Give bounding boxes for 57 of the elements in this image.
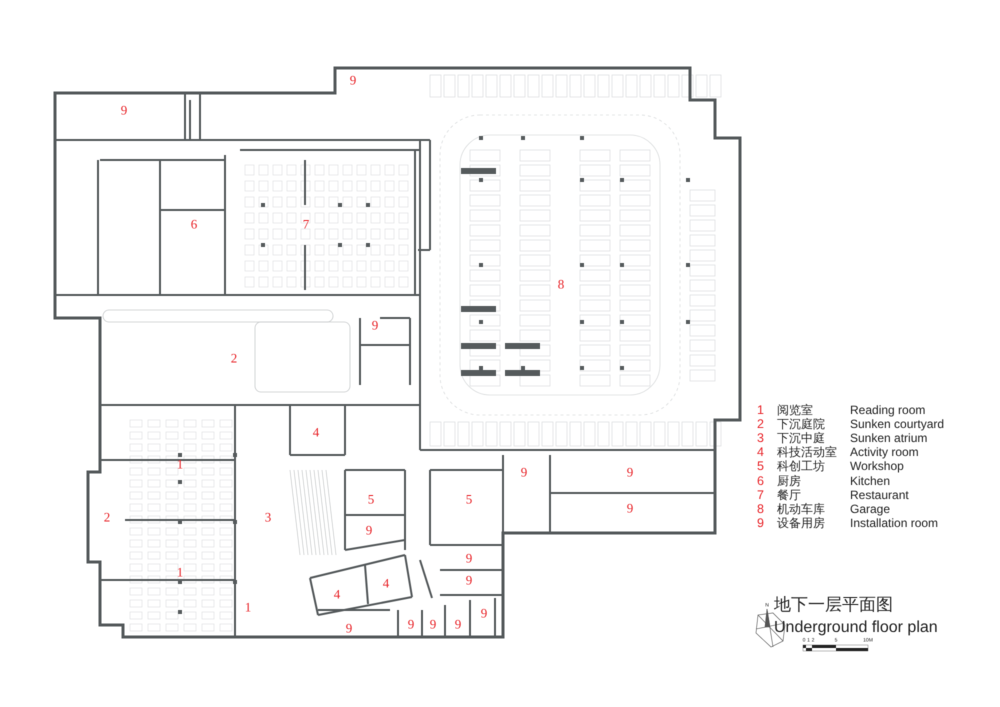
room-number: 5 — [466, 492, 472, 506]
room-number: 9 — [120, 104, 128, 116]
key-number: 8 — [757, 502, 764, 515]
room-number: 9 — [480, 606, 488, 620]
room-number: 4 — [312, 426, 320, 438]
plan-caption: Underground floor plan — [774, 620, 938, 636]
key-number: 3 — [757, 432, 764, 444]
key-number: 7 — [757, 488, 764, 501]
room-name: Installation room — [850, 516, 938, 529]
room-name: Garage — [850, 502, 890, 515]
room-name: 科技活动室 — [777, 446, 837, 458]
room-number: 9 — [454, 618, 462, 630]
key-number: 4 — [757, 446, 764, 459]
room-number: 3 — [264, 510, 272, 524]
room-number: 6 — [190, 218, 198, 230]
room-number: 9 — [466, 574, 472, 586]
room-number: 9 — [520, 466, 528, 478]
room-number: 9 — [372, 318, 378, 332]
room-name: 餐厅 — [777, 488, 801, 501]
room-number: 9 — [346, 622, 352, 634]
room-number: 2 — [230, 352, 238, 364]
room-name: 机动车库 — [777, 502, 825, 515]
room-number: 2 — [104, 510, 110, 524]
key-number: 1 — [757, 404, 764, 416]
room-number: 1 — [244, 600, 252, 614]
room-number: 4 — [334, 588, 340, 600]
room-number: 4 — [382, 576, 390, 590]
room-name: Activity room — [850, 446, 919, 458]
room-number: 9 — [430, 618, 436, 630]
room-number: 9 — [466, 552, 472, 564]
key-number: 9 — [757, 516, 764, 530]
key-number: 5 — [757, 460, 764, 473]
key-number: 2 — [757, 418, 764, 430]
room-name: Kitchen — [850, 474, 890, 486]
room-number: 1 — [176, 458, 184, 470]
room-number: 9 — [366, 524, 372, 536]
room-name: 科创工坊 — [777, 460, 825, 472]
room-name: Sunken atrium — [850, 432, 928, 444]
room-number: 7 — [302, 218, 310, 230]
room-name: Restaurant — [850, 488, 909, 501]
room-number: 1 — [176, 566, 184, 578]
room-name: Sunken courtyard — [850, 418, 944, 430]
room-number: 9 — [408, 618, 414, 630]
key-number: 6 — [757, 474, 764, 487]
room-name: 下沉庭院 — [777, 418, 825, 430]
room-number: 9 — [626, 502, 634, 514]
room-name: 厨房 — [777, 474, 801, 486]
room-number: 9 — [350, 74, 356, 86]
room-number: 5 — [368, 492, 374, 506]
room-name: 阅览室 — [777, 404, 813, 416]
room-name: Reading room — [850, 404, 926, 416]
room-number: 9 — [626, 466, 634, 478]
plan-title: 地下一层平面图 — [774, 597, 893, 614]
room-name: 下沉中庭 — [777, 432, 825, 444]
room-name: Workshop — [850, 460, 904, 472]
room-name: 设备用房 — [777, 516, 825, 529]
room-number: 8 — [558, 278, 564, 290]
